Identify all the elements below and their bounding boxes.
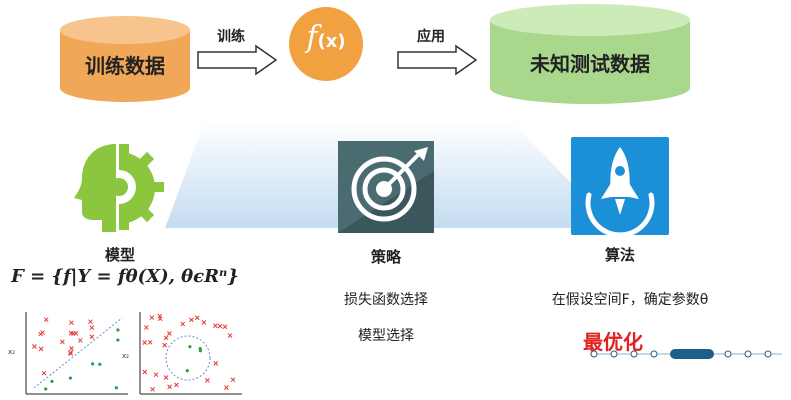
linear-plot-svg [25,312,128,395]
scatter-cross-mark [162,342,168,348]
scatter-cross-mark [189,317,194,323]
scatter-cross-mark [157,313,163,319]
scatter-cross-mark [163,335,169,341]
scatter-dot-mark [116,328,120,332]
train-arrow-label: 训练 [217,29,245,45]
scatter-cross-mark [142,340,148,345]
scatter-dot-mark [98,362,102,366]
algorithm-description: 在假设空间Ϝ，确定参数θ [551,292,709,308]
optimization-label: 最优化 [583,330,643,354]
scatter-cross-mark [38,346,44,352]
scatter-cross-mark [69,320,74,326]
scatter-dot-mark [188,345,192,349]
scatter-cross-mark [212,323,218,329]
scatter-dot-mark [91,362,95,366]
scatter-cross-mark [153,372,159,378]
strategy-title: 策略 [370,248,401,266]
plot-y-axis-label-2: x₂ [122,352,129,360]
scatter-cross-mark [147,339,153,345]
scatter-cross-mark [88,319,93,325]
model-title: 模型 [104,246,135,264]
test-data-cylinder: 未知测试数据 [490,4,690,104]
scatter-cross-mark [150,386,155,392]
head-gear-icon [74,144,164,232]
model-formula: Ϝ = {f|Y = fθ(X), θϵRⁿ} [11,266,239,287]
scatter-cross-mark [224,385,229,391]
function-circle [289,7,363,81]
scatter-cross-mark [163,375,169,380]
function-f: f [306,20,318,55]
scatter-cross-mark [174,382,179,388]
training-data-cylinder: 训练数据 [60,16,190,102]
scatter-cross-mark [149,315,155,320]
scatter-dot-mark [185,369,189,373]
circular-plot-svg [139,312,242,395]
scatter-cross-mark [77,338,83,343]
scatter-cross-mark [142,369,148,375]
function-label: f(x) [288,20,364,55]
scatter-cross-mark [230,377,236,383]
scatter-dot-mark [68,376,72,380]
scatter-cross-mark [69,346,74,351]
scatter-cross-mark [180,321,186,327]
scatter-cross-mark [227,333,233,338]
scatter-dot-mark [114,386,118,390]
timeline-decoration [590,349,782,359]
scatter-cross-mark [205,377,210,383]
scatter-cross-mark [32,344,37,349]
strategy-line-2: 模型选择 [358,328,414,344]
test-data-label: 未知测试数据 [530,52,650,76]
linear-separation-plot: x₂ [6,310,130,400]
apply-arrow [397,44,478,76]
strategy-line-1: 损失函数选择 [344,292,428,308]
scatter-cross-mark [89,325,95,331]
algorithm-title: 算法 [604,246,635,264]
scatter-cross-mark [40,330,45,335]
scatter-cross-mark [67,350,73,356]
scatter-dot-mark [50,379,54,384]
scatter-cross-mark [60,339,65,345]
apply-arrow-label: 应用 [417,29,445,45]
circular-separation-plot: x₂ [122,310,244,400]
scatter-cross-mark [70,331,76,336]
scatter-dot-mark [116,338,120,342]
plot-y-axis-label: x₂ [8,348,15,356]
cylinder-shape [490,4,690,104]
scatter-cross-mark [194,315,200,321]
scatter-cross-mark [41,370,47,376]
scatter-cross-mark [201,320,207,325]
cylinder-shape [60,16,190,102]
scatter-dot-mark [44,387,48,391]
scatter-cross-mark [166,331,172,336]
scatter-cross-mark [213,361,219,366]
function-x: (x) [317,31,346,52]
scatter-cross-mark [167,384,172,390]
scatter-cross-mark [217,323,223,329]
scatter-cross-mark [43,317,49,323]
train-arrow [197,44,278,76]
rocket-icon [571,137,669,235]
scatter-dot-mark [198,349,202,353]
scatter-cross-mark [222,324,228,330]
target-dart-icon [338,141,434,233]
training-data-label: 训练数据 [85,54,165,78]
scatter-cross-mark [89,334,95,340]
scatter-cross-mark [143,325,149,330]
